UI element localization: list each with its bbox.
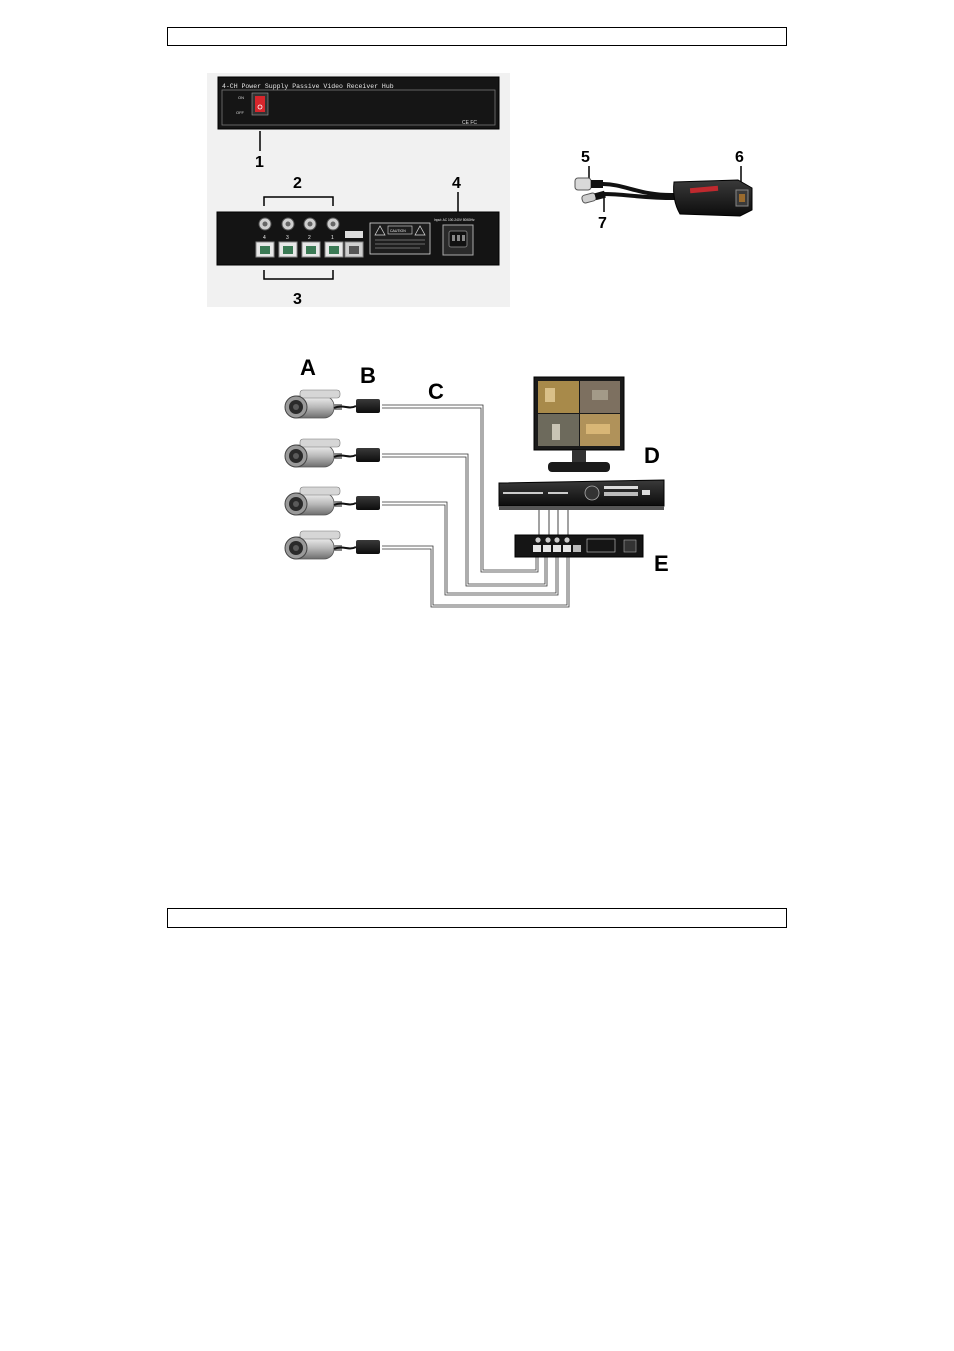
utp-cables: [382, 404, 570, 608]
power-input-label: Input: AC 100-240V 50/60Hz: [434, 218, 475, 222]
hub-front-panel: 4-CH Power Supply Passive Video Receiver…: [217, 76, 500, 130]
callout-1: 1: [255, 154, 264, 171]
port-number-4: 4: [263, 235, 266, 241]
label-C: C: [428, 379, 444, 404]
camera-2: [284, 438, 343, 468]
header-box: [167, 27, 787, 46]
balun-2: [333, 447, 381, 463]
rj45-ports: [255, 241, 364, 258]
callout-2: 2: [293, 175, 302, 192]
camera-3: [284, 486, 343, 516]
switch-off-label: OFF: [236, 110, 245, 115]
footer-box: [167, 908, 787, 928]
switch-on-label: ON: [238, 95, 244, 100]
port-number-1: 1: [331, 235, 334, 241]
label-B: B: [360, 363, 376, 388]
callout-5: 5: [581, 149, 590, 166]
callout-7: 7: [598, 215, 607, 232]
power-inlet: [442, 224, 474, 256]
label-D: D: [644, 443, 660, 468]
port-number-3: 3: [286, 235, 289, 241]
callout-2-bracket: [263, 196, 334, 206]
callout-3: 3: [293, 291, 302, 308]
hub-front-title: 4-CH Power Supply Passive Video Receiver…: [222, 83, 394, 90]
receiver-hub: [514, 534, 644, 558]
caution-label: CAUTION: [369, 222, 431, 255]
callout-4: 4: [452, 175, 461, 192]
cert-marks: CE FC: [462, 120, 477, 126]
balun-4: [333, 539, 381, 555]
callout-6: 6: [735, 149, 744, 166]
camera-1: [284, 389, 343, 419]
monitor: [533, 376, 625, 472]
label-E: E: [654, 551, 669, 576]
video-balun: 5 6 7: [574, 149, 753, 232]
dvr: [498, 479, 665, 510]
video-cables: [538, 508, 569, 538]
bnc-connectors: [258, 217, 340, 231]
port-number-2: 2: [308, 235, 311, 241]
power-switch: [251, 92, 269, 116]
balun-1: [333, 398, 381, 414]
label-A: A: [300, 355, 316, 380]
balun-3: [333, 495, 381, 511]
camera-4: [284, 530, 343, 560]
system-diagram: A B C D E: [284, 355, 669, 608]
caution-title: CAUTION: [390, 229, 406, 233]
hub-back-panel: 4 3 2 1 CAUTION Input: AC 100-240V 50/60…: [216, 211, 500, 266]
callout-3-bracket: [263, 270, 334, 280]
